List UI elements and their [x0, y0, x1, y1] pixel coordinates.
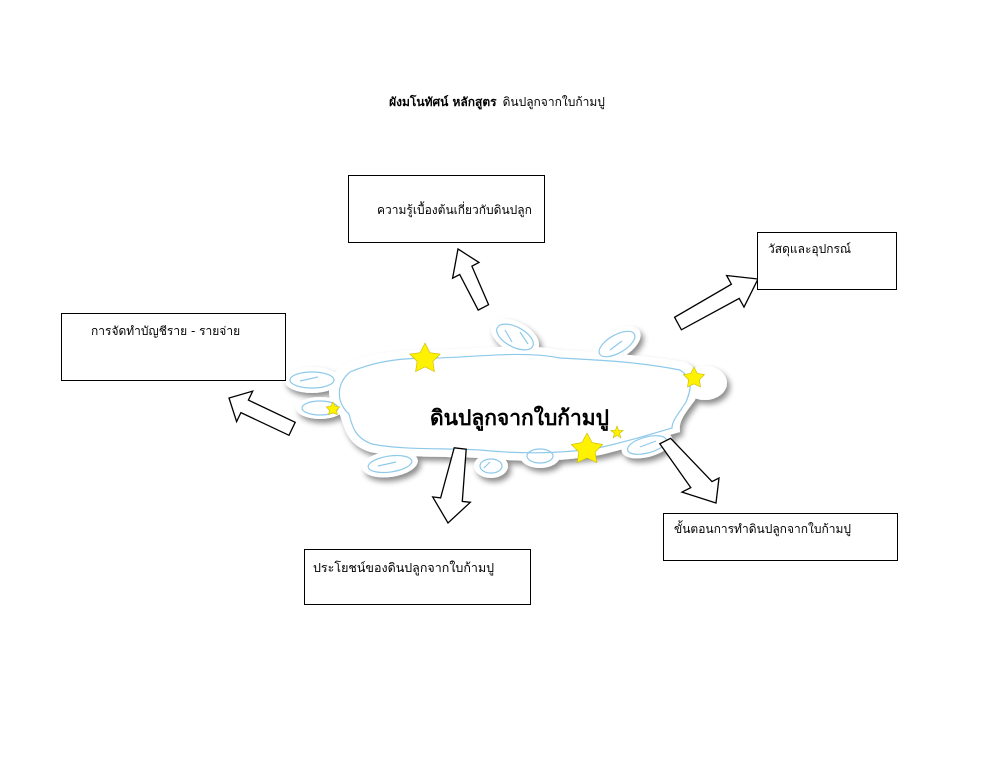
cloud-bump — [362, 450, 418, 478]
center-topic-label: ดินปลูกจากใบก้ามปู — [430, 406, 609, 430]
node-materials: วัสดุและอุปกรณ์ — [757, 232, 897, 290]
page-title: ผังมโนทัศน์ หลักสูตร ดินปลูกจากใบก้ามปู — [0, 94, 994, 110]
title-rest-part: ดินปลูกจากใบก้ามปู — [502, 95, 605, 109]
cloud-bump — [284, 367, 340, 393]
cloud-bump — [520, 444, 560, 468]
cloud-inner-outline — [338, 353, 691, 454]
center-cloud — [284, 318, 727, 478]
node-benefits: ประโยชน์ของดินปลูกจากใบก้ามปู — [304, 549, 531, 605]
node-accounting-label: การจัดทำบัญชีราย - รายจ่าย — [91, 324, 241, 338]
node-steps: ขั้นตอนการทำดินปลูกจากใบก้ามปู — [663, 513, 898, 561]
node-knowledge: ความรู้เบื้องต้นเกี่ยวกับดินปลูก — [348, 175, 545, 243]
star-icon — [325, 401, 341, 416]
cloud-body — [328, 346, 700, 461]
node-steps-label: ขั้นตอนการทำดินปลูกจากใบก้ามปู — [674, 522, 851, 536]
star-icon — [609, 425, 625, 439]
cloud-bump — [474, 454, 508, 478]
node-benefits-label: ประโยชน์ของดินปลูกจากใบก้ามปู — [313, 560, 495, 575]
arrow-down-icon — [431, 447, 472, 525]
arrow-up-left-icon — [451, 247, 490, 311]
star-icon — [409, 342, 441, 373]
node-accounting: การจัดทำบัญชีราย - รายจ่าย — [61, 313, 286, 381]
star-icon — [570, 432, 604, 464]
star-icon — [682, 366, 706, 388]
node-knowledge-label: ความรู้เบื้องต้นเกี่ยวกับดินปลูก — [377, 203, 532, 217]
arrow-left-icon — [228, 390, 297, 437]
arrow-up-right-icon — [673, 274, 759, 331]
node-materials-label: วัสดุและอุปกรณ์ — [768, 242, 852, 256]
arrow-down-right-icon — [658, 437, 720, 504]
title-bold-part: ผังมโนทัศน์ หลักสูตร — [389, 95, 497, 109]
cloud-bump — [490, 318, 540, 356]
